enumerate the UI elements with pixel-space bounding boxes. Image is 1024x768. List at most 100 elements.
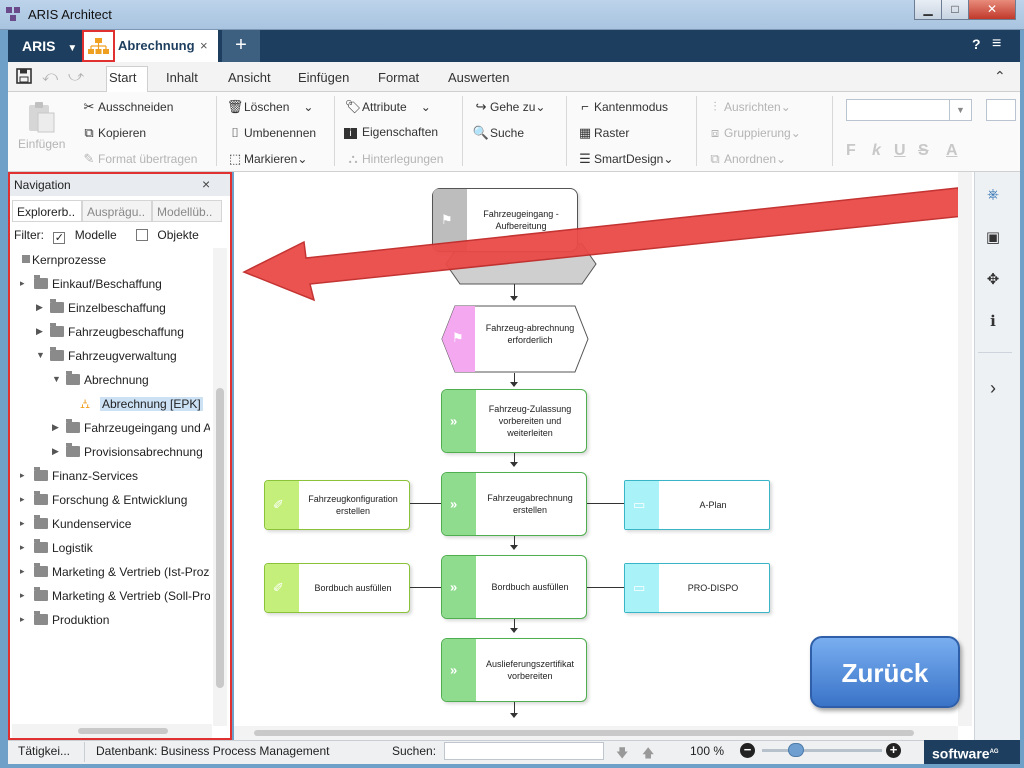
system-a-plan[interactable]: ▭ A-Plan <box>624 480 770 530</box>
tree-item[interactable]: ▸Einkauf/Beschaffung <box>10 274 210 296</box>
paste-button[interactable]: Einfügen <box>18 137 66 151</box>
zoom-in-icon[interactable]: + <box>886 743 901 758</box>
collapsed-arrow-icon[interactable]: ▸ <box>20 278 25 288</box>
close-icon[interactable]: × <box>202 176 211 192</box>
goto-button[interactable]: ↪Gehe zu⌄ <box>472 99 546 115</box>
tree-item[interactable]: ▼Abrechnung <box>10 370 210 392</box>
tree-item[interactable]: ▶Fahrzeugeingang und Aufl <box>10 418 210 440</box>
scroll-thumb[interactable] <box>216 388 224 688</box>
tree-item[interactable]: ▸Forschung & Entwicklung <box>10 490 210 512</box>
expanded-arrow-icon[interactable]: ▼ <box>36 350 45 360</box>
search-down-icon[interactable]: 🡇 <box>616 746 629 760</box>
collapsed-arrow-icon[interactable]: ▸ <box>20 566 25 576</box>
tree-item[interactable]: ▸Kundenservice <box>10 514 210 536</box>
collapsed-arrow-icon[interactable]: ▸ <box>20 518 25 528</box>
add-tab-button[interactable]: + <box>222 30 260 62</box>
format-painter-button[interactable]: ✎Format übertragen <box>80 151 198 167</box>
collapsed-arrow-icon[interactable]: ▶ <box>52 446 59 456</box>
canvas-vertical-scrollbar[interactable] <box>958 172 972 726</box>
symbols-icon[interactable]: ▣ <box>985 229 1001 246</box>
function-zertifikat[interactable]: » Auslieferungszertifikat vorbereiten <box>441 638 587 702</box>
document-bordbuch[interactable]: ✐ Bordbuch ausfüllen <box>264 563 410 613</box>
collapsed-arrow-icon[interactable]: ▸ <box>20 590 25 600</box>
tree-item[interactable]: ▸Finanz-Services <box>10 466 210 488</box>
event-abrechnung-erforderlich[interactable]: Fahrzeug-abrechnung erforderlich <box>485 323 575 345</box>
tab-start[interactable]: Start <box>109 70 137 85</box>
tab-format[interactable]: Format <box>378 70 420 85</box>
tab-abrechnung[interactable]: Abrechnung × <box>82 30 218 62</box>
puzzle-icon[interactable]: ✥ <box>986 271 1000 288</box>
expanded-arrow-icon[interactable]: ▼ <box>52 374 61 384</box>
function-bordbuch[interactable]: » Bordbuch ausfüllen <box>441 555 587 619</box>
filter-models-checkbox[interactable]: ✓ <box>53 232 66 244</box>
tab-einfuegen[interactable]: Einfügen <box>298 70 350 85</box>
redo-icon[interactable]: ⤻ <box>68 68 85 85</box>
smartdesign-button[interactable]: ☰SmartDesign⌄ <box>576 151 673 167</box>
close-window-button[interactable]: ✕ <box>968 0 1016 20</box>
collapsed-arrow-icon[interactable]: ▸ <box>20 470 25 480</box>
group-button[interactable]: ⧈Gruppierung⌄ <box>706 125 801 141</box>
collapsed-arrow-icon[interactable]: ▶ <box>36 326 43 336</box>
font-color-button[interactable]: A <box>946 142 958 159</box>
mark-button[interactable]: ⬚Markieren⌄ <box>226 151 308 167</box>
arrange-button[interactable]: ⧉Anordnen⌄ <box>706 151 786 167</box>
minimize-button[interactable]: ▁ <box>914 0 942 20</box>
strikethrough-button[interactable]: S <box>918 142 929 159</box>
system-pro-dispo[interactable]: ▭ PRO-DISPO <box>624 563 770 613</box>
grid-button[interactable]: ▦Raster <box>576 125 630 141</box>
collapse-ribbon-icon[interactable]: ⌃ <box>994 68 1006 84</box>
function-zulassung[interactable]: » Fahrzeug-Zulassung vorbereiten und wei… <box>441 389 587 453</box>
scroll-thumb[interactable] <box>254 730 914 736</box>
properties-icon[interactable]: ℹ <box>990 313 996 330</box>
tree-item[interactable]: ⛼Abrechnung [EPK] <box>10 394 210 416</box>
search-button[interactable]: 🔍Suche <box>472 125 524 141</box>
tree-item[interactable]: ▼Fahrzeugverwaltung <box>10 346 210 368</box>
cut-button[interactable]: ✂Ausschneiden <box>80 99 174 115</box>
navigation-wheel-icon[interactable]: ⎈ <box>986 186 999 203</box>
document-konfiguration[interactable]: ✐ Fahrzeugkonfiguration erstellen <box>264 480 410 530</box>
tree-item[interactable]: Kernprozesse <box>10 250 210 272</box>
filter-objects-checkbox[interactable] <box>136 229 149 241</box>
tree-item[interactable]: ▸Produktion <box>10 610 210 632</box>
attributes-button[interactable]: 🏷Attribute⌄ <box>344 99 431 115</box>
tree-item[interactable]: ▶Einzelbeschaffung <box>10 298 210 320</box>
edge-mode-button[interactable]: ⌐Kantenmodus <box>576 99 668 114</box>
aris-menu-button[interactable]: ARIS ▼ <box>8 30 80 62</box>
tree-item[interactable]: ▸Logistik <box>10 538 210 560</box>
collapsed-arrow-icon[interactable]: ▸ <box>20 494 25 504</box>
collapsed-arrow-icon[interactable]: ▶ <box>36 302 43 312</box>
canvas-horizontal-scrollbar[interactable] <box>234 726 958 740</box>
collapsed-arrow-icon[interactable]: ▶ <box>52 422 59 432</box>
tree-item[interactable]: ▶Provisionsabrechnung <box>10 442 210 464</box>
tab-ansicht[interactable]: Ansicht <box>228 70 271 85</box>
function-abrechnung[interactable]: » Fahrzeugabrechnung erstellen <box>441 472 587 536</box>
undo-icon[interactable]: ⤺ <box>42 68 59 85</box>
tab-model-overview[interactable]: Modellüb.. <box>152 200 222 222</box>
delete-button[interactable]: 🗑Löschen⌄ <box>226 99 314 115</box>
scroll-thumb[interactable] <box>78 728 168 734</box>
tab-inhalt[interactable]: Inhalt <box>166 70 198 85</box>
zoom-slider-handle[interactable] <box>788 743 804 757</box>
copy-button[interactable]: ⧉Kopieren <box>80 125 146 141</box>
font-combo[interactable]: ▼ <box>846 99 972 121</box>
zoom-slider[interactable] <box>762 749 882 752</box>
font-size-combo[interactable] <box>986 99 1016 121</box>
tree-item[interactable]: ▸Marketing & Vertrieb (Soll-Proze <box>10 586 210 608</box>
search-input[interactable] <box>444 742 604 760</box>
tab-explorer[interactable]: Explorerb.. <box>12 200 82 222</box>
hamburger-menu-icon[interactable]: ≡ <box>992 35 1002 52</box>
help-icon[interactable]: ? <box>972 36 981 52</box>
italic-button[interactable]: k <box>872 142 881 159</box>
collapsed-arrow-icon[interactable]: ▸ <box>20 542 25 552</box>
bold-button[interactable]: F <box>846 142 856 159</box>
tab-auswerten[interactable]: Auswerten <box>448 70 510 85</box>
underline-button[interactable]: U <box>894 142 906 159</box>
tab-occurrences[interactable]: Ausprägu.. <box>82 200 152 222</box>
collapsed-arrow-icon[interactable]: ▸ <box>20 614 25 624</box>
zoom-out-icon[interactable]: − <box>740 743 755 758</box>
deposits-button[interactable]: ⛬Hinterlegungen <box>344 151 443 167</box>
tree-item[interactable]: ▸Marketing & Vertrieb (Ist-Prozes <box>10 562 210 584</box>
expand-panel-icon[interactable]: › <box>990 378 996 398</box>
rename-button[interactable]: ⌷Umbenennen <box>226 125 316 141</box>
